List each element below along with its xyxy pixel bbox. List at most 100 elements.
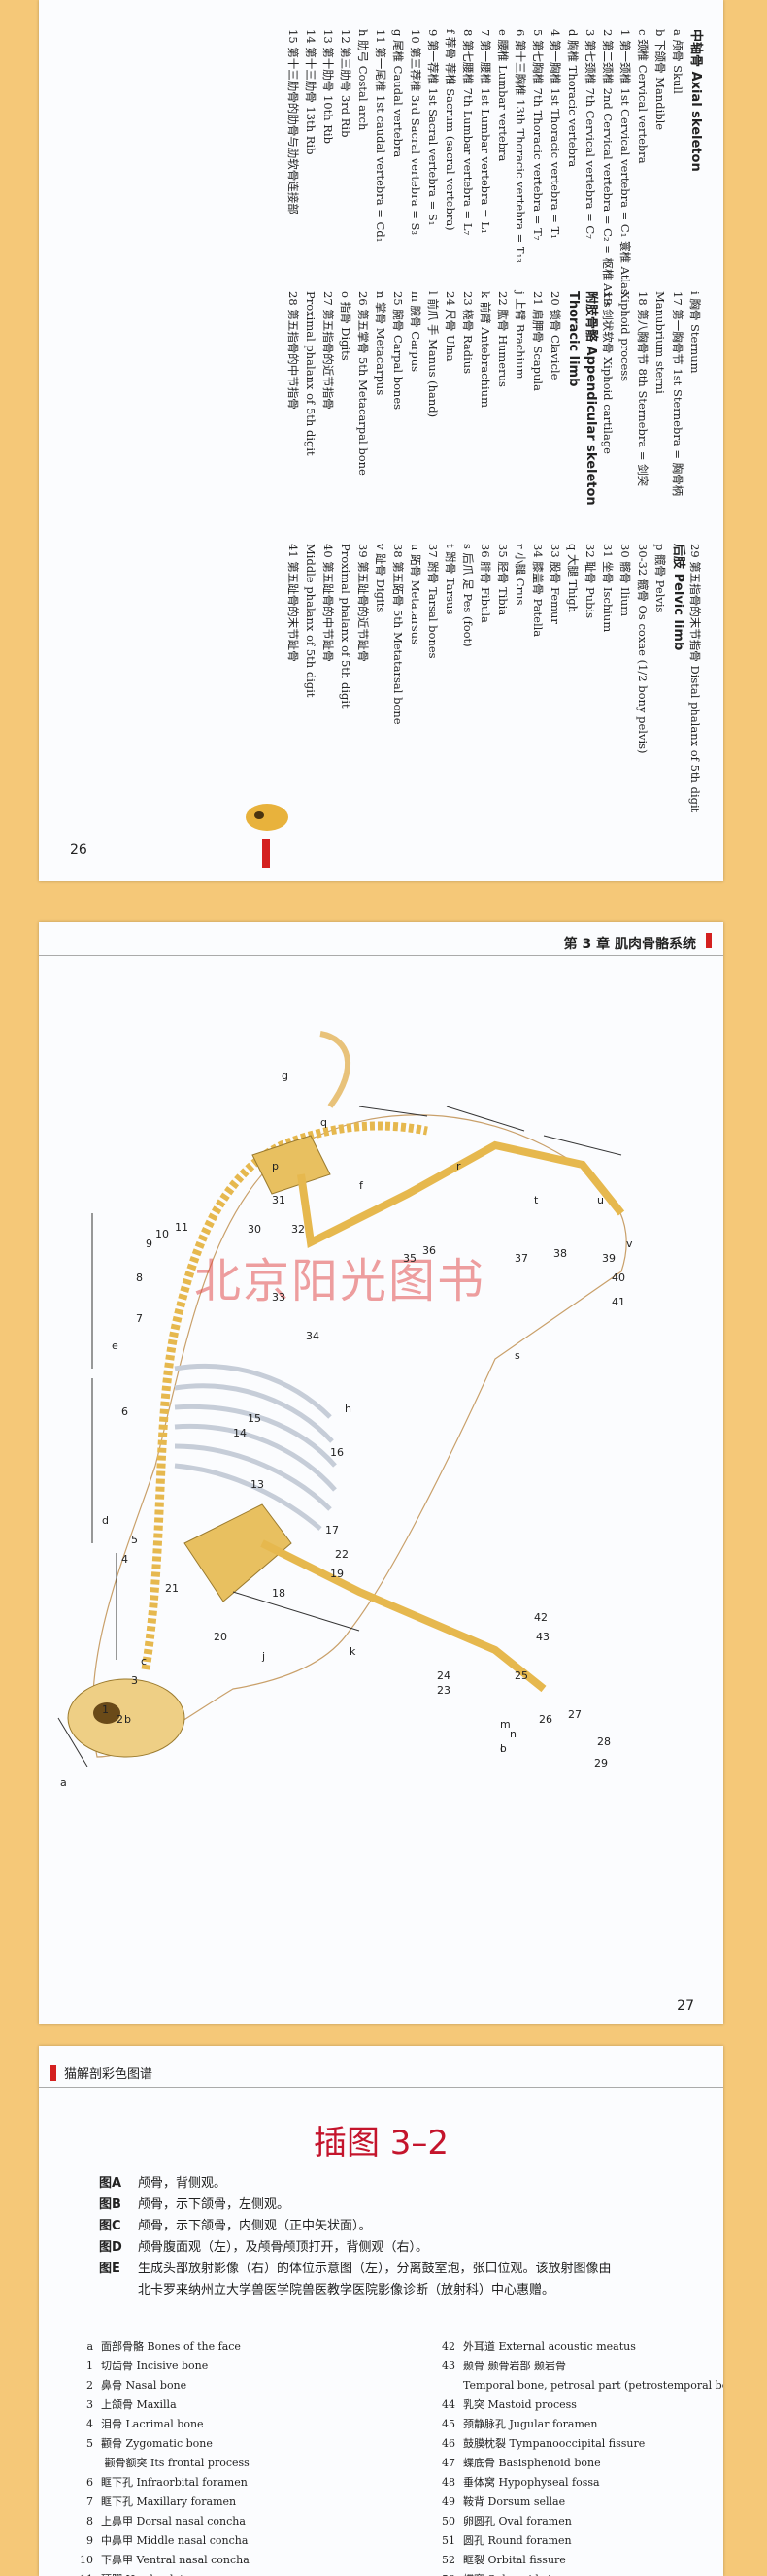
term-number: 53 — [422, 2570, 455, 2576]
legend-entry: 12 第三肋骨 3rd Rib — [339, 29, 352, 138]
page-header: 第 3 章 肌肉骨骼系统 — [39, 922, 723, 956]
term-text: Temporal bone, petrosal part (petrostemp… — [463, 2379, 723, 2392]
skeleton-label: l — [500, 1742, 504, 1755]
term-number: 8 — [86, 2515, 93, 2527]
legend-entry: 2 第二颈椎 2nd Cervical vertebra = C₂ = 枢椎 A… — [601, 29, 615, 308]
legend-heading: 后肢 Pelvic limb — [671, 544, 685, 651]
legend-entry: g 尾椎 Caudal vertebra — [391, 29, 405, 158]
legend-entry: Middle phalanx of 5th digit — [304, 544, 317, 698]
legend-entry: 4 第一胸椎 1st Thoracic vertebra = T₁ — [549, 29, 562, 239]
legend-entry: 24 尺骨 Ulna — [444, 291, 457, 362]
skeleton-label: o — [500, 1742, 507, 1755]
term-entry: 5 颧骨 Zygomatic bone — [60, 2434, 250, 2454]
legend-entry: c 颈椎 Cervical vertebra — [636, 29, 650, 164]
legend-entry: 22 肱骨 Humerus — [496, 291, 510, 387]
skeleton-label: 10 — [155, 1228, 169, 1240]
term-text: 眶下孔 Maxillary foramen — [101, 2495, 237, 2508]
skeleton-label: 28 — [597, 1735, 611, 1748]
skeleton-label: 32 — [291, 1223, 305, 1236]
skeleton-label: 7 — [136, 1312, 143, 1325]
term-entry: 53蝶窦 Sphenoid sinus — [422, 2570, 723, 2576]
legend-entry: 30-32 髋骨 Os coxae (1/2 bony pelvis) — [636, 544, 650, 754]
legend-entry: s 后爪 足 Pes (foot) — [461, 544, 475, 647]
skeleton-label: h — [345, 1403, 351, 1415]
term-number: 43 — [442, 2360, 455, 2372]
term-text: 乳突 Mastoid process — [463, 2398, 577, 2411]
figure-key: 图E — [99, 2262, 120, 2276]
figure-text: 生成头部放射影像（右）的体位示意图（左），分离鼓室泡，张口位观。该放射图像由 — [138, 2262, 612, 2276]
illustration-title: 插图 3–2 — [313, 2124, 450, 2163]
legend-entry: 6 第十三胸椎 13th Thoracic vertebra = T₁₃ — [514, 29, 527, 263]
skeleton-label: 24 — [437, 1669, 450, 1682]
skeleton-label: 38 — [553, 1247, 567, 1260]
legend-entry: 25 腕骨 Carpal bones — [391, 291, 405, 411]
legend-entry: 21 肩胛骨 Scapula — [531, 291, 545, 391]
skeleton-label: 21 — [165, 1582, 179, 1595]
legend-entry: o 指骨 Digits — [339, 291, 352, 361]
term-text: 圆孔 Round foramen — [463, 2534, 572, 2547]
legend-entry: 40 第五趾骨的中节趾骨 — [321, 544, 335, 662]
legend-entry: 17 第一胸骨节 1st Sternebra = 胸骨柄 — [671, 291, 684, 497]
term-text: 泪骨 Lacrimal bone — [101, 2418, 204, 2430]
term-number: 11 — [60, 2570, 93, 2576]
term-number: 46 — [442, 2437, 455, 2450]
skeleton-label: p — [272, 1160, 279, 1172]
figure-key: 图D — [99, 2240, 122, 2255]
skeleton-label: t — [534, 1194, 539, 1206]
skeleton-label: d — [102, 1514, 109, 1527]
legend-entry: 29 第五指骨的末节指骨 Distal phalanx of 5th digit — [688, 544, 702, 813]
term-number: 48 — [442, 2476, 455, 2489]
legend-entry: Proximal phalanx of 5th digit — [304, 291, 317, 456]
skeleton-label: 42 — [534, 1611, 548, 1624]
skeleton-label: r — [456, 1160, 461, 1172]
skeleton-label: 9 — [146, 1238, 152, 1250]
legend-entry: f 荐骨 荐椎 Sacrum (sacral vertebra) — [444, 29, 457, 231]
skeleton-label: s — [515, 1349, 520, 1362]
legend-entry: 37 跗骨 Tarsal bones — [426, 544, 440, 659]
legend-entry: 32 耻骨 Pubis — [584, 544, 597, 619]
legend-entry: m 腕骨 Carpus — [409, 291, 422, 373]
skeleton-label: 22 — [335, 1548, 349, 1561]
term-text: 颧骨 Zygomatic bone — [101, 2437, 213, 2450]
legend-heading: 中轴骨 Axial skeleton — [688, 29, 703, 172]
page-number: 27 — [677, 1998, 694, 2014]
term-number: a — [86, 2340, 93, 2353]
skeleton-label: 2 — [117, 1713, 123, 1726]
legend-entry: 27 第五指骨的近节指骨 — [321, 291, 335, 410]
legend-entry: 19 剑状软骨 Xiphoid cartilage — [601, 291, 615, 454]
legend-entry: 5 第七胸椎 7th Thoracic vertebra = T₇ — [531, 29, 545, 241]
skeleton-label: 16 — [330, 1446, 344, 1459]
term-text: 眶裂 Orbital fissure — [463, 2554, 566, 2566]
legend-entry: 35 胫骨 Tibia — [496, 544, 510, 616]
figure-key: 图B — [99, 2197, 121, 2212]
skeleton-label: 29 — [594, 1757, 608, 1769]
legend-entry: 36 腓骨 Fibula — [479, 544, 492, 623]
legend-entry: Proximal phalanx of 5th digit — [339, 544, 352, 709]
skeleton-label: 34 — [306, 1330, 319, 1342]
legend-entry: n 掌骨 Metacarpus — [374, 291, 387, 396]
legend-entry: d 胸椎 Thoracic vertebra — [566, 29, 580, 168]
term-text: 卵圆孔 Oval foramen — [463, 2515, 572, 2527]
legend-entry: t 跗骨 Tarsus — [444, 544, 457, 615]
term-text: 蝶底骨 Basisphenoid bone — [463, 2457, 601, 2469]
term-number: 5 — [86, 2437, 93, 2450]
book-title: 猫解剖彩色图谱 — [64, 2067, 153, 2082]
legend-column-3: 29 第五指骨的末节指骨 Distal phalanx of 5th digit… — [284, 544, 704, 812]
legend-entry: 13 第十肋骨 10th Rib — [321, 29, 335, 144]
term-number: 3 — [86, 2398, 93, 2411]
